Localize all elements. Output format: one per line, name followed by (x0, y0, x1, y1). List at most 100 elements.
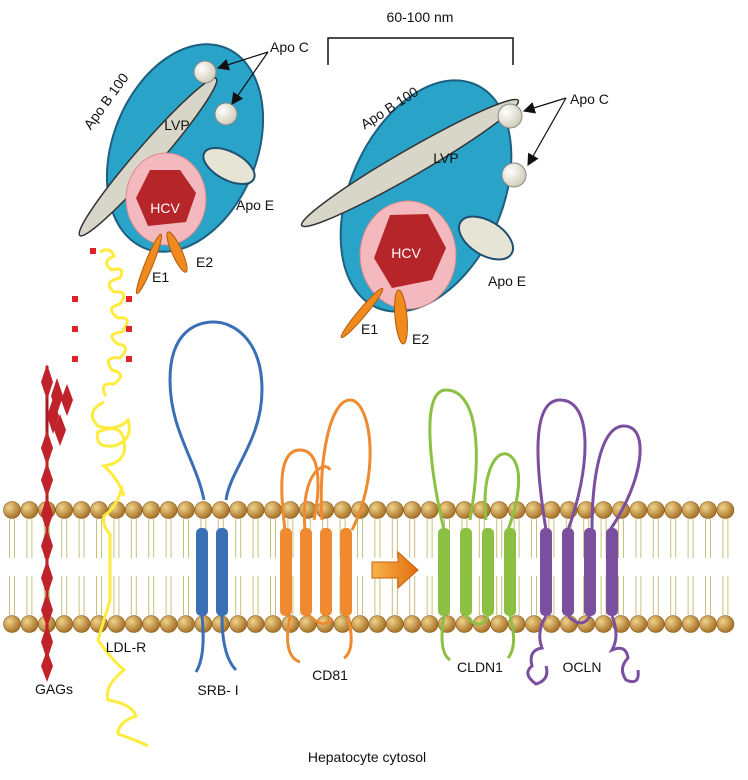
particle-left: Apo B 100 LVP HCV Apo C Apo E E1 E2 (78, 39, 309, 295)
apo-c-label: Apo C (270, 39, 309, 55)
hcv-core (136, 170, 196, 226)
lipid-head (577, 501, 596, 519)
lipid-head (490, 615, 509, 633)
ocln-label: OCLN (563, 659, 602, 675)
lipid-head (472, 501, 491, 519)
cldn1-label: CLDN1 (457, 659, 503, 675)
lipid-head (72, 615, 91, 633)
lipid-head (20, 501, 39, 519)
e2-glycoprotein (166, 231, 188, 273)
e2-label: E2 (196, 254, 213, 270)
ocln-receptor: OCLN (526, 398, 642, 686)
apo-e-label: Apo E (236, 197, 274, 213)
apo-c-dot (214, 102, 238, 126)
lipid-head (351, 615, 369, 633)
lipid-head (3, 615, 21, 633)
apo-e-lipoprotein (202, 146, 256, 186)
scale-bar: 60-100 nm (327, 9, 514, 65)
lipid-head (264, 615, 282, 633)
lipid-head (646, 501, 665, 519)
lipid-head (194, 501, 213, 519)
lipid-head (646, 615, 665, 633)
e2-glycoprotein (394, 289, 408, 345)
e1-glycoprotein (135, 233, 163, 295)
lipid-bilayer (3, 501, 735, 633)
lipid-head (20, 615, 39, 633)
ldlr-label: LDL-R (106, 639, 146, 655)
e2-label: E2 (412, 331, 429, 347)
lipid-head (229, 501, 247, 519)
lipid-head (159, 615, 178, 633)
srb1-label: SRB- I (197, 682, 238, 698)
lipid-head (403, 615, 422, 633)
srb1-receptor: SRB- I (168, 320, 264, 698)
lvp-label: LVP (164, 117, 189, 133)
apo-c-dot (501, 162, 527, 188)
lipid-head (699, 501, 717, 519)
lipid-head (212, 501, 230, 519)
lipid-head (716, 501, 735, 519)
lipid-head (629, 615, 648, 633)
lipid-head (55, 615, 73, 633)
lipid-head (229, 615, 247, 633)
lipid-head (159, 501, 178, 519)
cytosol-label: Hepatocyte cytosol (308, 749, 426, 765)
lipid-head (246, 501, 265, 519)
lvp-label: LVP (433, 150, 458, 166)
apo-b-100-band (300, 98, 520, 228)
lipid-head (681, 501, 700, 519)
lipid-head (403, 501, 422, 519)
lipid-head (699, 615, 717, 633)
lipid-head (3, 501, 21, 519)
lipid-head (107, 615, 126, 633)
lipid-head (664, 615, 683, 633)
e1-label: E1 (361, 321, 378, 337)
lipid-head (420, 615, 439, 633)
lipid-head (333, 501, 352, 519)
lipid-head (142, 501, 160, 519)
cd81-label: CD81 (312, 667, 348, 683)
apo-c-dot (497, 103, 523, 129)
lipid-head (125, 615, 143, 633)
lipid-head (420, 501, 439, 519)
particle-right: Apo B 100 LVP HCV Apo C Apo E E1 E2 (300, 79, 609, 347)
lipid-head (525, 501, 543, 519)
e1-label: E1 (152, 269, 169, 285)
lipid-head (368, 615, 387, 633)
lipid-head (177, 615, 195, 633)
lipid-head (716, 615, 735, 633)
lipid-head (664, 501, 683, 519)
lipid-head (594, 615, 613, 633)
lipid-head (490, 501, 509, 519)
ldlr-receptor: LDL-R (72, 248, 149, 748)
translocation-arrow (371, 550, 419, 590)
apo-c-dot (193, 60, 217, 84)
scale-bar-label: 60-100 nm (387, 9, 454, 25)
lipid-head (125, 501, 143, 519)
e1-glycoprotein (340, 287, 384, 339)
apo-c-label: Apo C (570, 91, 609, 107)
lipid-head (316, 501, 335, 519)
hcv-label: HCV (150, 200, 180, 216)
lipid-head (72, 501, 91, 519)
cldn1-receptor: CLDN1 (428, 388, 521, 675)
hcv-label: HCV (391, 245, 421, 261)
lipid-head (455, 615, 474, 633)
apo-e-label: Apo E (488, 273, 526, 289)
lipid-head (55, 501, 73, 519)
cd81-receptor: CD81 (280, 398, 372, 683)
gags-label: GAGs (35, 681, 73, 697)
lipid-head (681, 615, 700, 633)
lipid-head (90, 501, 108, 519)
lipid-head (542, 501, 561, 519)
lipid-head (629, 501, 648, 519)
lipid-head (264, 501, 282, 519)
lipid-head (177, 501, 195, 519)
apo-e-lipoprotein (458, 215, 514, 261)
lipid-head (142, 615, 160, 633)
lipid-head (246, 615, 265, 633)
gags-receptor: GAGs (35, 364, 73, 697)
lipid-head (281, 615, 300, 633)
